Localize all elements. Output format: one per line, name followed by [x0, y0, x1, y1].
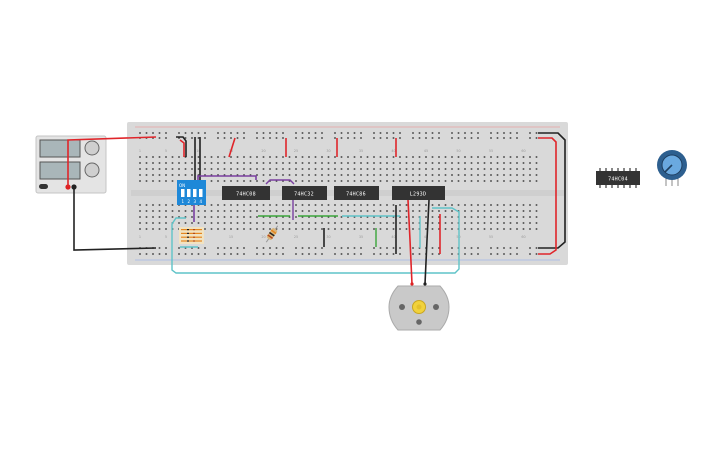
chip-l293d-label: L293D	[410, 192, 427, 198]
wire-right-black[interactable]	[538, 132, 566, 249]
chip-74hc32-label: 74HC32	[294, 192, 314, 198]
column-tick-top: 35	[359, 149, 363, 153]
column-tick-bottom: 25	[294, 235, 298, 239]
column-tick-bottom: 30	[326, 235, 330, 239]
dip-switch-lever[interactable]	[193, 189, 197, 197]
wire-top-black-a[interactable]	[176, 136, 187, 157]
column-tick-top: 25	[294, 149, 298, 153]
column-tick-bottom: 1	[139, 235, 141, 239]
motor-terminal-right	[433, 304, 439, 310]
chip-74hc32[interactable]: 74HC32	[282, 186, 327, 200]
column-tick-top: 10	[196, 149, 200, 153]
wire-right-red[interactable]	[538, 137, 557, 255]
wire-red-c1[interactable]	[228, 137, 236, 158]
wire-ps-negative[interactable]	[73, 187, 157, 251]
chip-74hc04-spare[interactable]: 74HC04	[596, 168, 640, 188]
column-tick-bottom: 15	[229, 235, 233, 239]
voltage-knob[interactable]	[84, 140, 100, 156]
motor-terminal-left	[399, 304, 405, 310]
dip-switch-number: 1	[181, 199, 184, 204]
chip-74hc04-label: 74HC04	[608, 177, 628, 183]
column-tick-bottom: 60	[521, 235, 525, 239]
dip-switch-on-label: ON	[179, 183, 185, 188]
column-tick-top: 20	[261, 149, 265, 153]
column-tick-top: 50	[456, 149, 460, 153]
dip-switch-lever[interactable]	[199, 189, 203, 197]
current-display	[39, 161, 81, 180]
column-tick-top: 30	[326, 149, 330, 153]
voltage-display	[39, 139, 81, 158]
column-tick-bottom: 45	[424, 235, 428, 239]
motor-terminal-bottom	[416, 319, 422, 325]
power-switch[interactable]	[39, 184, 48, 189]
column-tick-top: 40	[391, 149, 395, 153]
column-tick-top: 1	[139, 149, 141, 153]
column-tick-bottom: 5	[165, 235, 167, 239]
dip-switch-lever[interactable]	[187, 189, 191, 197]
chip-74hc08-label: 74HC08	[236, 192, 256, 198]
dip-switch-number: 3	[193, 199, 196, 204]
column-tick-top: 55	[489, 149, 493, 153]
wire-purple-mid[interactable]	[265, 179, 295, 185]
wire-ps-positive[interactable]	[67, 136, 157, 187]
column-tick-top: 45	[424, 149, 428, 153]
column-tick-bottom: 55	[489, 235, 493, 239]
column-tick-bottom: 20	[261, 235, 265, 239]
dc-motor[interactable]	[388, 282, 450, 331]
resistor[interactable]	[264, 224, 280, 244]
power-supply[interactable]	[35, 135, 107, 194]
chip-l293d[interactable]: L293D	[392, 186, 445, 200]
wire-motor-red[interactable]	[407, 199, 413, 285]
breadboard-holes[interactable]	[139, 132, 538, 255]
chip-74hc86-label: 74HC86	[346, 192, 366, 198]
resistor-array[interactable]	[179, 227, 204, 244]
potentiometer[interactable]	[657, 150, 687, 186]
column-tick-top: 60	[521, 149, 525, 153]
column-tick-bottom: 35	[359, 235, 363, 239]
dip-switch-number: 4	[199, 199, 202, 204]
dip-switch-number: 2	[187, 199, 190, 204]
wire-motor-black[interactable]	[424, 199, 430, 285]
wire-teal-loop[interactable]	[171, 207, 460, 274]
column-tick-top: 5	[165, 149, 167, 153]
wire-purple-top[interactable]	[197, 175, 257, 180]
chip-74hc86[interactable]: 74HC86	[334, 186, 379, 200]
wires[interactable]	[67, 132, 566, 285]
wire-top-red-a[interactable]	[179, 139, 185, 157]
column-tick-bottom: 40	[391, 235, 395, 239]
dip-switch-lever[interactable]	[181, 189, 185, 197]
chip-74hc08[interactable]: 74HC08	[222, 186, 270, 200]
current-knob[interactable]	[84, 162, 100, 178]
